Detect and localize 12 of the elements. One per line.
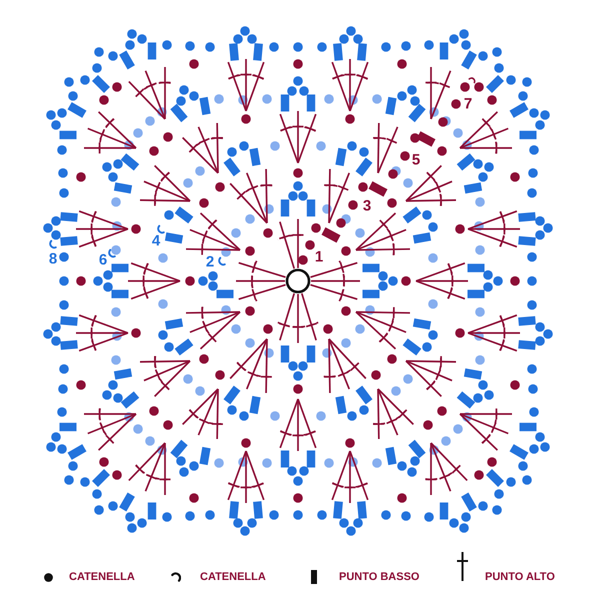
legend-label: CATENELLA (200, 570, 266, 584)
round-number: 5 (412, 152, 420, 168)
legend-label: PUNTO ALTO (485, 570, 555, 584)
legend-label: PUNTO BASSO (339, 570, 420, 584)
round-number: 3 (362, 198, 372, 214)
round-number: 4 (152, 234, 160, 248)
round-number: 2 (206, 254, 214, 270)
round-number: 7 (464, 96, 472, 112)
round-number: 1 (314, 250, 324, 264)
legend-label: CATENELLA (69, 570, 135, 584)
round-number: 6 (98, 252, 108, 268)
round-number: 8 (48, 252, 58, 266)
